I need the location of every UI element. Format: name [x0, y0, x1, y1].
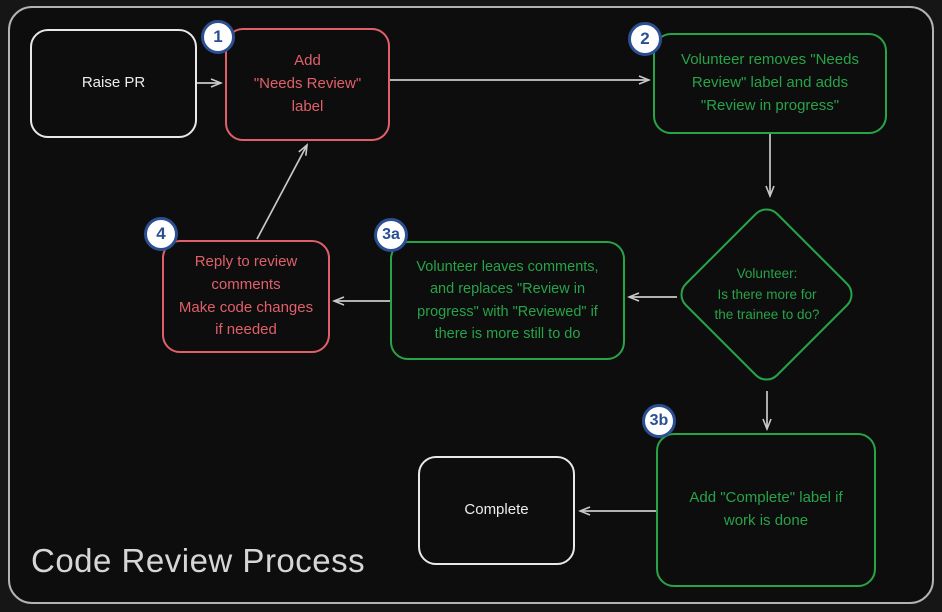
- node-step2-label: Volunteer removes "Needs Review" label a…: [681, 51, 859, 114]
- node-step2-volunteer-removes: Volunteer removes "Needs Review" label a…: [653, 33, 887, 134]
- node-step3a-volunteer-comments: Volunteer leaves comments, and replaces …: [390, 241, 625, 360]
- badge-step3a-number: 3a: [382, 226, 400, 243]
- badge-step4: 4: [144, 217, 178, 251]
- node-step3a-label: Volunteer leaves comments, and replaces …: [416, 259, 599, 342]
- diagram-title: Code Review Process: [31, 542, 366, 579]
- node-step1-label: Add "Needs Review" label: [253, 52, 362, 115]
- badge-step3b: 3b: [642, 404, 676, 438]
- badge-step1: 1: [201, 20, 235, 54]
- badge-step1-number: 1: [213, 27, 223, 46]
- node-step4-reply-to-review: Reply to review comments Make code chang…: [162, 240, 330, 353]
- node-raise-pr: Raise PR: [30, 29, 197, 138]
- badge-step2: 2: [628, 22, 662, 56]
- badge-step3a: 3a: [374, 218, 408, 252]
- node-step3b-add-complete-label: Add "Complete" label if work is done: [656, 433, 876, 587]
- decision-diamond-label: Volunteer: Is there more for the trainee…: [714, 265, 820, 323]
- node-step1-add-needs-review: Add "Needs Review" label: [225, 28, 390, 141]
- node-complete-label: Complete: [464, 501, 529, 519]
- badge-step2-number: 2: [640, 29, 650, 48]
- node-complete: Complete: [418, 456, 575, 565]
- node-step4-label: Reply to review comments Make code chang…: [178, 252, 314, 339]
- badge-step3b-number: 3b: [649, 412, 669, 429]
- node-raise-pr-label: Raise PR: [81, 74, 146, 92]
- badge-step4-number: 4: [156, 224, 166, 243]
- node-step3b-label: Add "Complete" label if work is done: [689, 489, 843, 529]
